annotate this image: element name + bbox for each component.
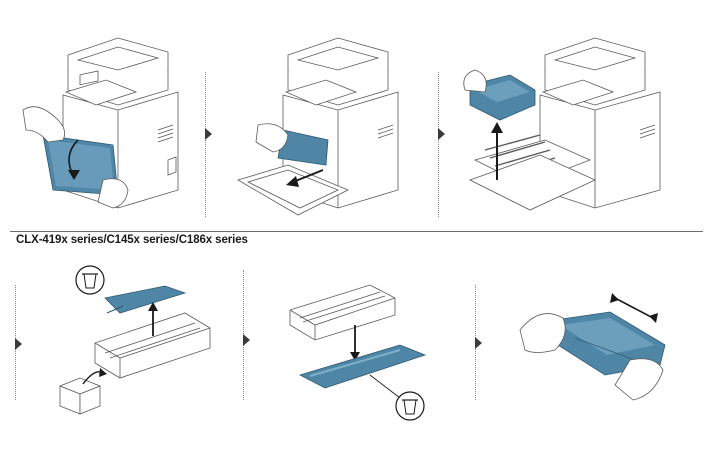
step-3-lift-cartridge [455,30,705,220]
protective-cover [104,285,187,314]
step-6-shake-cartridge [515,290,675,410]
toner-shake [519,293,666,401]
section-title: CLX-419x series/C145x series/C186x serie… [16,234,248,246]
step-arrow-icon [475,337,482,349]
step-2-pull-tray [228,30,433,220]
recycle-bin-icon [75,265,105,295]
recycle-box-icon [58,377,102,415]
printer-illustration-open-door [22,37,179,209]
step-arrow-icon [15,338,22,350]
step-5-attach-cover [275,270,445,425]
toner-cover-removal [58,265,211,415]
step-1-open-front-door [18,30,203,220]
step-arrow-icon [438,128,445,140]
section-rule [10,231,703,232]
step-4-remove-cover [45,258,225,418]
step-arrow-icon [243,334,250,346]
printer-illustration-lift-toner [463,37,661,211]
recycle-bin-icon [395,391,425,421]
step-divider [205,72,206,217]
protective-cover [298,344,427,389]
printer-illustration-tray-out [237,37,399,216]
step-arrow-icon [205,128,212,140]
toner-cover-attach [289,284,427,421]
step-divider [438,72,439,217]
